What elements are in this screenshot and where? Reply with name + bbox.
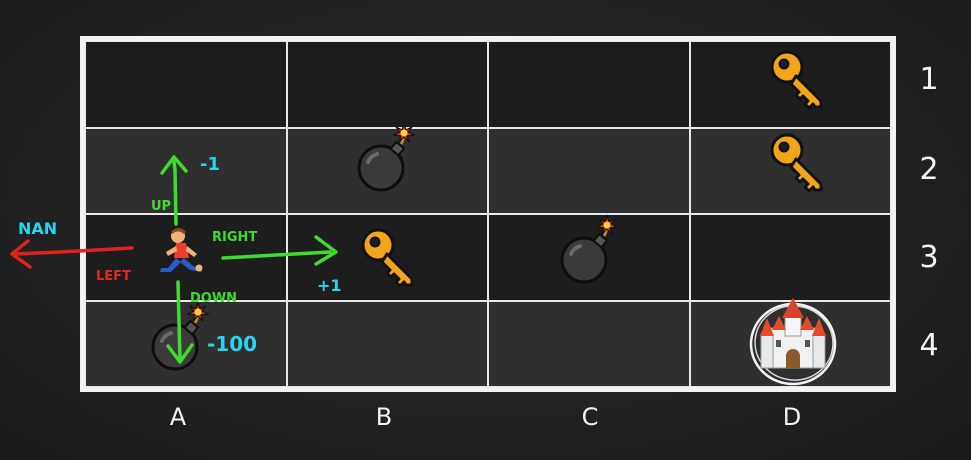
left-label: LEFT (96, 269, 131, 284)
key-icon (770, 50, 823, 110)
right-reward: +1 (317, 276, 342, 295)
key-icon (770, 133, 823, 193)
column-label-d: D (782, 403, 802, 431)
key-icon (361, 228, 414, 288)
up-label: UP (151, 199, 171, 214)
action-down-arrow (166, 280, 194, 364)
row-label-2: 2 (919, 152, 939, 187)
column-label-b: B (375, 403, 393, 431)
cell-c4 (488, 300, 690, 387)
cell-d3 (689, 214, 891, 301)
column-label-c: C (581, 403, 599, 431)
bomb-icon (560, 214, 619, 284)
action-right-arrow (221, 235, 338, 266)
left-reward: NAN (18, 219, 57, 238)
castle-icon (749, 298, 837, 386)
action-left-arrow (10, 239, 134, 269)
down-label: DOWN (190, 291, 237, 306)
action-up-arrow (160, 155, 188, 226)
right-label: RIGHT (212, 230, 257, 245)
runner-icon (160, 228, 203, 272)
cell-c2 (488, 127, 690, 214)
row-label-1: 1 (919, 62, 939, 97)
column-label-a: A (169, 403, 187, 431)
cell-b4 (286, 300, 488, 387)
down-reward: -100 (207, 332, 257, 356)
row-label-3: 3 (919, 240, 939, 275)
cell-a1 (85, 41, 287, 128)
cell-c1 (488, 41, 690, 128)
bomb-icon (357, 122, 416, 192)
up-reward: -1 (200, 154, 220, 175)
cell-b1 (286, 41, 488, 128)
row-label-4: 4 (919, 328, 939, 363)
